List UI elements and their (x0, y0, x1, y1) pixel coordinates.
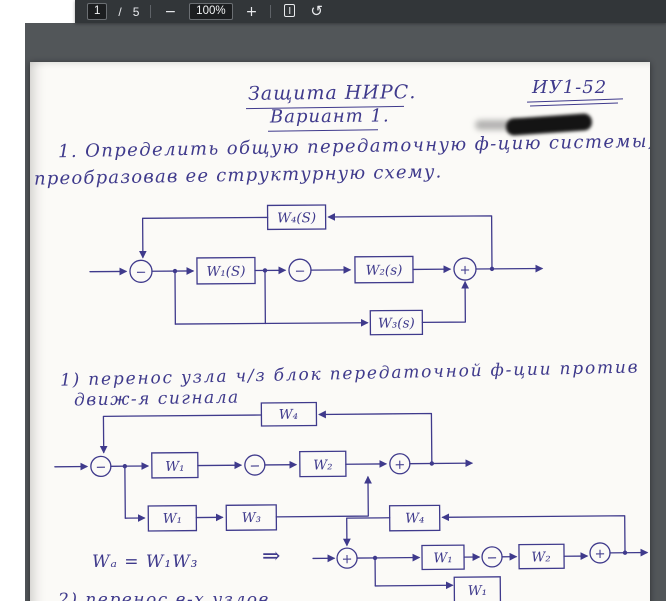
d2-summer-1-sign: − (95, 460, 106, 475)
d2-summer-2 (244, 454, 266, 476)
fit-page-button[interactable] (282, 3, 297, 20)
d2-block-w4 (260, 401, 318, 427)
d1-output-node (489, 266, 495, 272)
d1-block-w1 (196, 256, 256, 285)
d1-wires (89, 213, 544, 327)
d2-block-w3 (225, 504, 278, 531)
d3-block-w1 (421, 544, 465, 571)
page-count: 5 (132, 4, 140, 19)
d2-summer-3 (389, 453, 411, 475)
d2-output-node (429, 461, 435, 466)
d1-label-w1: W₁(S) (206, 264, 245, 280)
d2-block-w2 (299, 450, 347, 478)
d1-summer-2 (288, 258, 312, 282)
d2-pickoff-node (122, 463, 128, 469)
d3-label-w1: W₁ (433, 550, 452, 566)
d3-summer-2 (481, 546, 503, 568)
d2-label-w2: W₂ (313, 457, 332, 473)
group-label: ИУ1-52 (532, 77, 608, 98)
zoom-level[interactable]: 100% (189, 3, 233, 20)
d3-block-w1b (453, 576, 502, 601)
d2-label-w3: W₃ (242, 510, 261, 526)
d1-block-w4 (266, 204, 327, 231)
diagram-2: − − + W₄ W₁ W₂ W₁ W₃ (54, 401, 474, 532)
d2-block-w1 (151, 451, 199, 479)
d3-wires (312, 513, 649, 590)
page-number-input[interactable]: 1 (87, 3, 108, 20)
d2-summer-2-sign: − (249, 459, 260, 474)
d2-summer-1 (90, 455, 112, 478)
rotate-button[interactable]: ↺ (308, 4, 325, 19)
ink-smear (475, 120, 521, 130)
rotate-counterclockwise-icon: ↺ (310, 2, 323, 20)
d3-label-w2: W₂ (531, 549, 550, 565)
pdf-toolbar: 1 / 5 − 100% + ↺ (75, 0, 666, 23)
d1-label-w2: W₂(s) (366, 262, 403, 278)
d3-pickoff-node (372, 555, 378, 561)
implies-arrow: ⇒ (262, 544, 281, 569)
d2-wires (54, 410, 474, 522)
d3-block-w4 (388, 504, 441, 532)
d1-pickoff-node-2 (262, 268, 268, 273)
document-page: Защита НИРС. ИУ1-52 Вариант 1. 1. Опреде… (30, 62, 650, 601)
d3-summer-3 (589, 542, 611, 564)
d3-summer-1-sign: + (342, 552, 353, 567)
d3-summer-1 (336, 547, 358, 569)
block-diagrams: − − + W₄(S) W₁(S) W₂(s) W₃(s) (54, 204, 649, 601)
diagram-3: + − + W₄ W₁ W₂ W₁ (312, 504, 649, 601)
d3-block-w2 (518, 543, 565, 570)
zoom-out-button[interactable]: − (164, 3, 177, 20)
d1-label-w3: W₃(s) (378, 315, 415, 331)
d2-label-w1: W₁ (165, 459, 184, 475)
step2-fragment: 2) перенос в-х узлов (58, 590, 270, 601)
d1-summer-3-sign: + (459, 263, 470, 278)
d3-summer-2-sign: − (487, 551, 498, 566)
zoom-in-button[interactable]: + (245, 3, 258, 20)
d3-label-w4: W₄ (405, 510, 424, 526)
formula: Wₐ = W₁W₃ (92, 552, 199, 572)
d3-label-w1b: W₁ (468, 583, 487, 599)
page-divider: / (118, 4, 122, 19)
d2-label-w4: W₄ (279, 407, 298, 423)
d2-block-w1b (147, 504, 198, 532)
d1-summer-1-sign: − (135, 265, 146, 280)
diagram-1: − − + W₄(S) W₁(S) W₂(s) W₃(s) (89, 204, 544, 336)
d1-pickoff-node (172, 268, 178, 274)
d1-summer-3 (453, 257, 477, 281)
d2-label-w1b: W₁ (163, 511, 182, 527)
d1-summer-2-sign: − (294, 264, 305, 279)
pdf-viewport[interactable]: Защита НИРС. ИУ1-52 Вариант 1. 1. Опреде… (25, 23, 666, 601)
toolbar-separator (150, 5, 152, 18)
fit-to-page-icon (284, 3, 296, 17)
d3-summer-3-sign: + (595, 547, 606, 562)
toolbar-separator (270, 5, 272, 18)
d1-block-w3 (369, 309, 424, 336)
d1-block-w2 (354, 255, 414, 284)
d2-summer-3-sign: + (394, 458, 405, 473)
d3-output-node (622, 550, 628, 555)
d1-label-w4: W₄(S) (277, 210, 316, 226)
d1-summer-1 (129, 259, 153, 283)
